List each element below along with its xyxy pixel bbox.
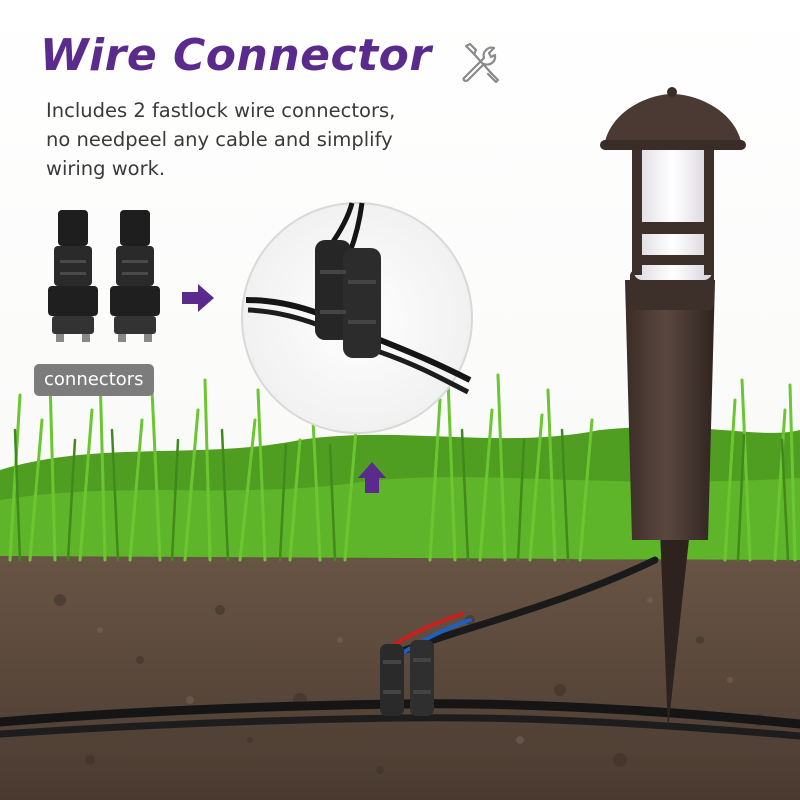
loose-connectors [48, 210, 160, 342]
description: Includes 2 fastlock wire connectors, no … [46, 96, 486, 183]
wrench-screwdriver-icon [462, 42, 500, 84]
description-line-2: no needpeel any cable and simplify [46, 128, 393, 151]
connectors-label: connectors [34, 364, 154, 396]
grass-strip [0, 370, 800, 562]
description-line-1: Includes 2 fastlock wire connectors, [46, 99, 396, 122]
arrow-right-icon [182, 284, 214, 312]
description-line-3: wiring work. [46, 157, 166, 180]
pathway-light [600, 87, 746, 730]
connector-zoom-circle [241, 202, 473, 434]
arrow-up-icon [358, 462, 386, 493]
installed-connectors [380, 640, 434, 716]
page-title: Wire Connector [40, 30, 432, 81]
